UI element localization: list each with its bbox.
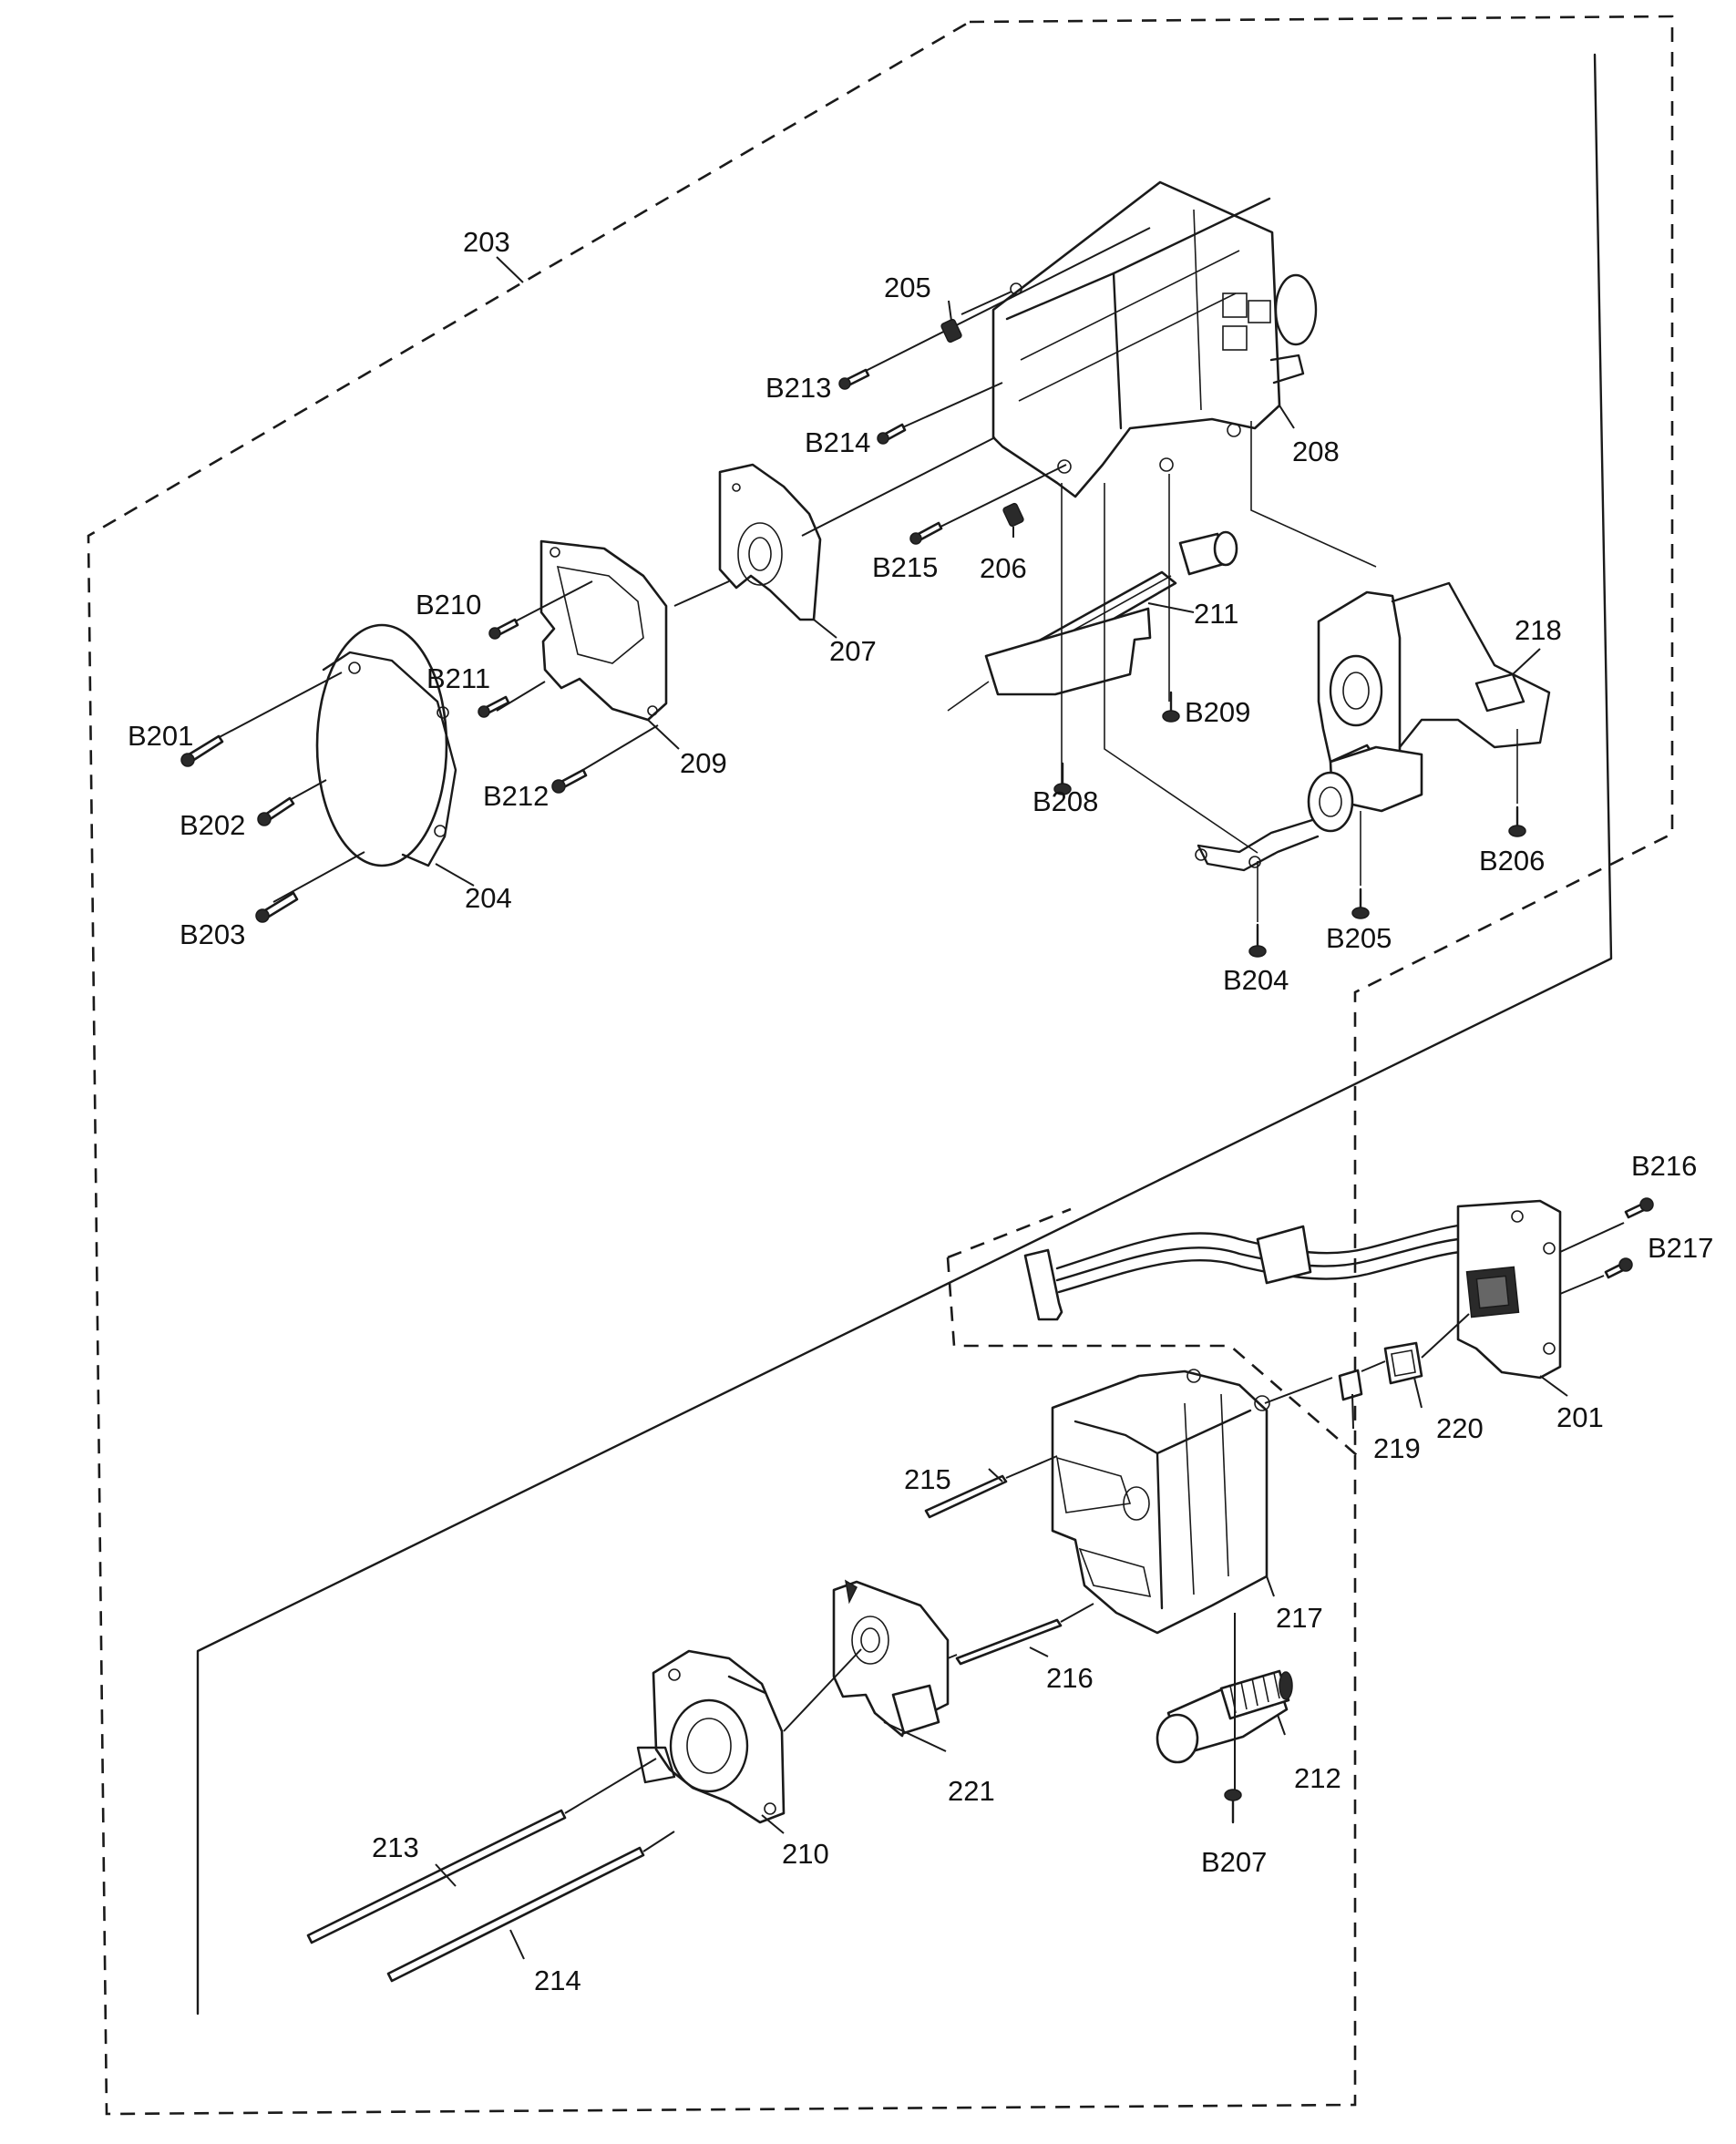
part-204-lens-cover — [315, 623, 457, 867]
label-221: 221 — [948, 1775, 995, 1807]
screw-b202 — [257, 796, 295, 826]
screw-b204 — [1248, 923, 1267, 958]
part-211-lead-screw — [984, 530, 1238, 696]
label-b216: B216 — [1631, 1150, 1697, 1182]
screw-b208 — [1053, 762, 1072, 795]
label-b202: B202 — [180, 809, 245, 841]
label-b203: B203 — [180, 918, 245, 950]
label-b209: B209 — [1185, 696, 1250, 728]
label-211: 211 — [1194, 598, 1238, 630]
label-208: 208 — [1292, 436, 1340, 467]
screw-b203 — [255, 891, 299, 923]
label-215: 215 — [904, 1463, 951, 1495]
label-212: 212 — [1294, 1762, 1341, 1794]
label-b213: B213 — [765, 372, 831, 404]
part-213-rod — [306, 1809, 567, 1944]
label-204: 204 — [465, 882, 512, 914]
part-212-motor — [1156, 1669, 1293, 1764]
label-203: 203 — [463, 226, 510, 258]
screw-b217 — [1604, 1257, 1633, 1279]
screw-206 — [1002, 502, 1024, 528]
part-215-guide-pin — [924, 1474, 1008, 1519]
part-210-lens-frame — [636, 1649, 786, 1824]
part-221-sleeve — [832, 1579, 950, 1738]
subassembly-201-dashed-boundary — [946, 1207, 1359, 1457]
label-b210: B210 — [416, 589, 481, 621]
label-b204: B204 — [1223, 964, 1289, 996]
label-b206: B206 — [1479, 845, 1545, 877]
label-b201: B201 — [128, 720, 193, 752]
label-b208: B208 — [1032, 785, 1098, 817]
label-219: 219 — [1373, 1432, 1421, 1464]
screws-lower — [1224, 1197, 1654, 1824]
screw-b216 — [1624, 1197, 1654, 1219]
screw-b213 — [838, 368, 870, 390]
label-b217: B217 — [1648, 1232, 1713, 1264]
label-214: 214 — [534, 1964, 581, 1996]
label-210: 210 — [782, 1838, 829, 1870]
screw-b215 — [909, 521, 943, 545]
part-201-sensor-board — [1023, 1199, 1562, 1380]
part-209-bracket-plate — [539, 539, 668, 722]
part-218-motor-bracket — [1195, 581, 1551, 872]
part-217-barrel-housing — [1051, 1369, 1270, 1635]
screw-b209 — [1162, 691, 1180, 723]
alignment-leaders-lower — [564, 1222, 1625, 1852]
label-207: 207 — [829, 635, 877, 667]
screw-b201 — [180, 734, 224, 767]
label-b211: B211 — [426, 662, 490, 694]
label-b207: B207 — [1201, 1846, 1267, 1878]
screw-b214 — [877, 423, 907, 445]
label-leader-lines — [435, 256, 1568, 1960]
label-201: 201 — [1556, 1401, 1604, 1433]
screw-b207 — [1224, 1789, 1242, 1824]
routing-lines-upper — [947, 421, 1377, 854]
label-b212: B212 — [483, 780, 549, 812]
screw-205 — [940, 318, 962, 344]
screws-upper — [180, 318, 1526, 958]
label-b205: B205 — [1326, 922, 1392, 954]
screw-b211 — [478, 695, 510, 718]
unit-solid-boundary — [196, 53, 1613, 2016]
label-216: 216 — [1046, 1662, 1094, 1694]
label-220: 220 — [1436, 1412, 1484, 1444]
part-220-gasket — [1383, 1341, 1423, 1385]
screw-b205 — [1351, 887, 1370, 919]
label-b214: B214 — [805, 426, 870, 458]
screw-b212 — [551, 768, 588, 794]
part-219-filter — [1338, 1369, 1363, 1401]
part-labels: 203 205 B213 B214 208 B215 206 B210 211 … — [128, 226, 1713, 1996]
label-206: 206 — [980, 552, 1027, 584]
label-205: 205 — [884, 272, 931, 303]
screw-b210 — [488, 618, 519, 640]
part-208-main-housing — [991, 180, 1318, 498]
part-216-guide-pin — [955, 1618, 1063, 1666]
label-213: 213 — [372, 1831, 419, 1863]
part-207-shield-plate — [718, 463, 822, 621]
assembly-203-dashed-boundary — [87, 15, 1674, 2116]
label-209: 209 — [680, 747, 727, 779]
label-218: 218 — [1515, 614, 1562, 646]
part-214-rod — [386, 1846, 645, 1983]
label-217: 217 — [1276, 1602, 1323, 1634]
screw-b206 — [1508, 805, 1526, 837]
label-b215: B215 — [872, 551, 938, 583]
